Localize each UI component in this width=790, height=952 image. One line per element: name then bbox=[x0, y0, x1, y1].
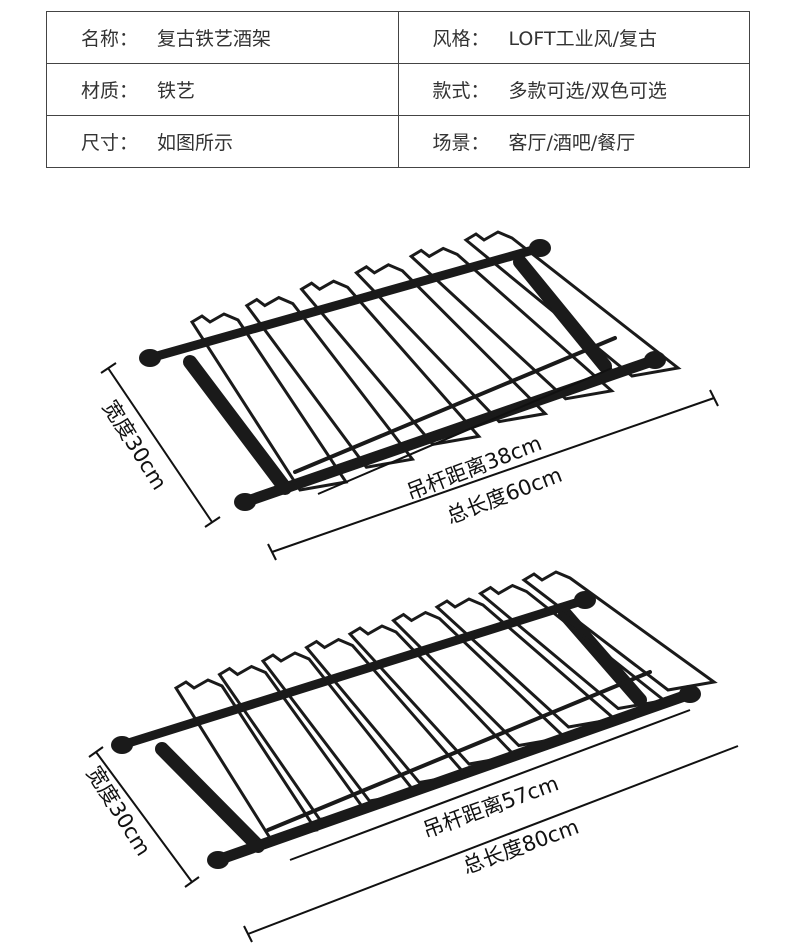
spec-label: 场景： bbox=[432, 132, 490, 154]
side-rail-left bbox=[155, 742, 265, 853]
glass-holder-frame bbox=[463, 230, 682, 378]
end-knob bbox=[111, 736, 133, 754]
spec-value: 铁艺 bbox=[157, 80, 196, 102]
spec-label: 款式： bbox=[432, 80, 490, 102]
glass-holder-frame bbox=[260, 651, 419, 803]
spec-value: 复古铁艺酒架 bbox=[157, 28, 272, 50]
back-rail bbox=[145, 243, 545, 363]
spec-cell-scene: 场景： 客厅/酒吧/餐厅 bbox=[397, 115, 750, 168]
spec-label: 名称： bbox=[81, 28, 139, 50]
wine-rack-illustration bbox=[139, 230, 682, 511]
glass-holder-frame bbox=[304, 637, 469, 785]
glass-holder-frame bbox=[521, 570, 718, 692]
back-rail bbox=[117, 595, 590, 750]
spec-cell-material: 材质： 铁艺 bbox=[46, 63, 399, 116]
product-image-1: 宽度30cm 吊杆距离38cm 总长度60cm bbox=[0, 190, 790, 570]
side-rail-right bbox=[558, 607, 647, 707]
spec-label: 风格： bbox=[432, 28, 490, 50]
spec-cell-style: 风格： LOFT工业风/复古 bbox=[397, 11, 750, 64]
front-rail bbox=[239, 354, 661, 508]
glass-holder-frame bbox=[408, 246, 615, 401]
end-knob bbox=[207, 851, 229, 869]
end-knob bbox=[574, 591, 596, 609]
glass-holder-frame bbox=[477, 583, 668, 711]
wine-rack-illustration bbox=[111, 570, 718, 869]
end-knob bbox=[234, 493, 256, 511]
glass-holder-frame bbox=[299, 279, 482, 447]
spec-row: 名称： 复古铁艺酒架 风格： LOFT工业风/复古 bbox=[46, 11, 750, 64]
spec-label: 材质： bbox=[81, 80, 139, 102]
spec-value: 如图所示 bbox=[157, 132, 234, 154]
width-label: 宽度30cm bbox=[82, 762, 156, 860]
spec-label: 尺寸： bbox=[81, 132, 139, 154]
end-knob bbox=[139, 349, 161, 367]
spec-row: 材质： 铁艺 款式： 多款可选/双色可选 bbox=[46, 63, 750, 116]
side-rail-left bbox=[183, 355, 292, 495]
end-knob bbox=[529, 239, 551, 257]
spec-value: 多款可选/双色可选 bbox=[508, 80, 667, 102]
spec-cell-size: 尺寸： 如图所示 bbox=[46, 115, 399, 168]
end-knob bbox=[679, 685, 701, 703]
glass-holder-frame bbox=[189, 312, 349, 492]
glass-holder-frame bbox=[347, 624, 519, 766]
spec-cell-name: 名称： 复古铁艺酒架 bbox=[46, 11, 399, 64]
glass-holder-frame bbox=[391, 610, 568, 748]
glass-holder-frame bbox=[434, 597, 618, 729]
front-inner-bar bbox=[293, 336, 617, 474]
end-knob bbox=[644, 351, 666, 369]
spec-row: 尺寸： 如图所示 场景： 客厅/酒吧/餐厅 bbox=[46, 115, 750, 168]
spec-value: 客厅/酒吧/餐厅 bbox=[508, 132, 636, 154]
rail-dimension: 吊杆距离57cm bbox=[289, 709, 691, 861]
glass-holder-frame bbox=[354, 263, 549, 424]
product-image-2: 宽度30cm 吊杆距离57cm 总长度80cm bbox=[0, 570, 790, 950]
glass-holder-frame bbox=[217, 664, 369, 822]
length-dimension: 总长度80cm bbox=[243, 745, 739, 943]
spec-value: LOFT工业风/复古 bbox=[508, 28, 657, 50]
rack-diagram-2: 宽度30cm 吊杆距离57cm 总长度80cm bbox=[82, 570, 739, 943]
spec-table: 名称： 复古铁艺酒架 风格： LOFT工业风/复古 材质： 铁艺 款式： 多款可选/双色… bbox=[46, 11, 750, 168]
glass-holder-frame bbox=[244, 295, 416, 469]
spec-cell-variant: 款式： 多款可选/双色可选 bbox=[397, 63, 750, 116]
glass-holder-frame bbox=[173, 678, 319, 840]
rack-diagram-1: 宽度30cm 吊杆距离38cm 总长度60cm bbox=[98, 230, 719, 561]
